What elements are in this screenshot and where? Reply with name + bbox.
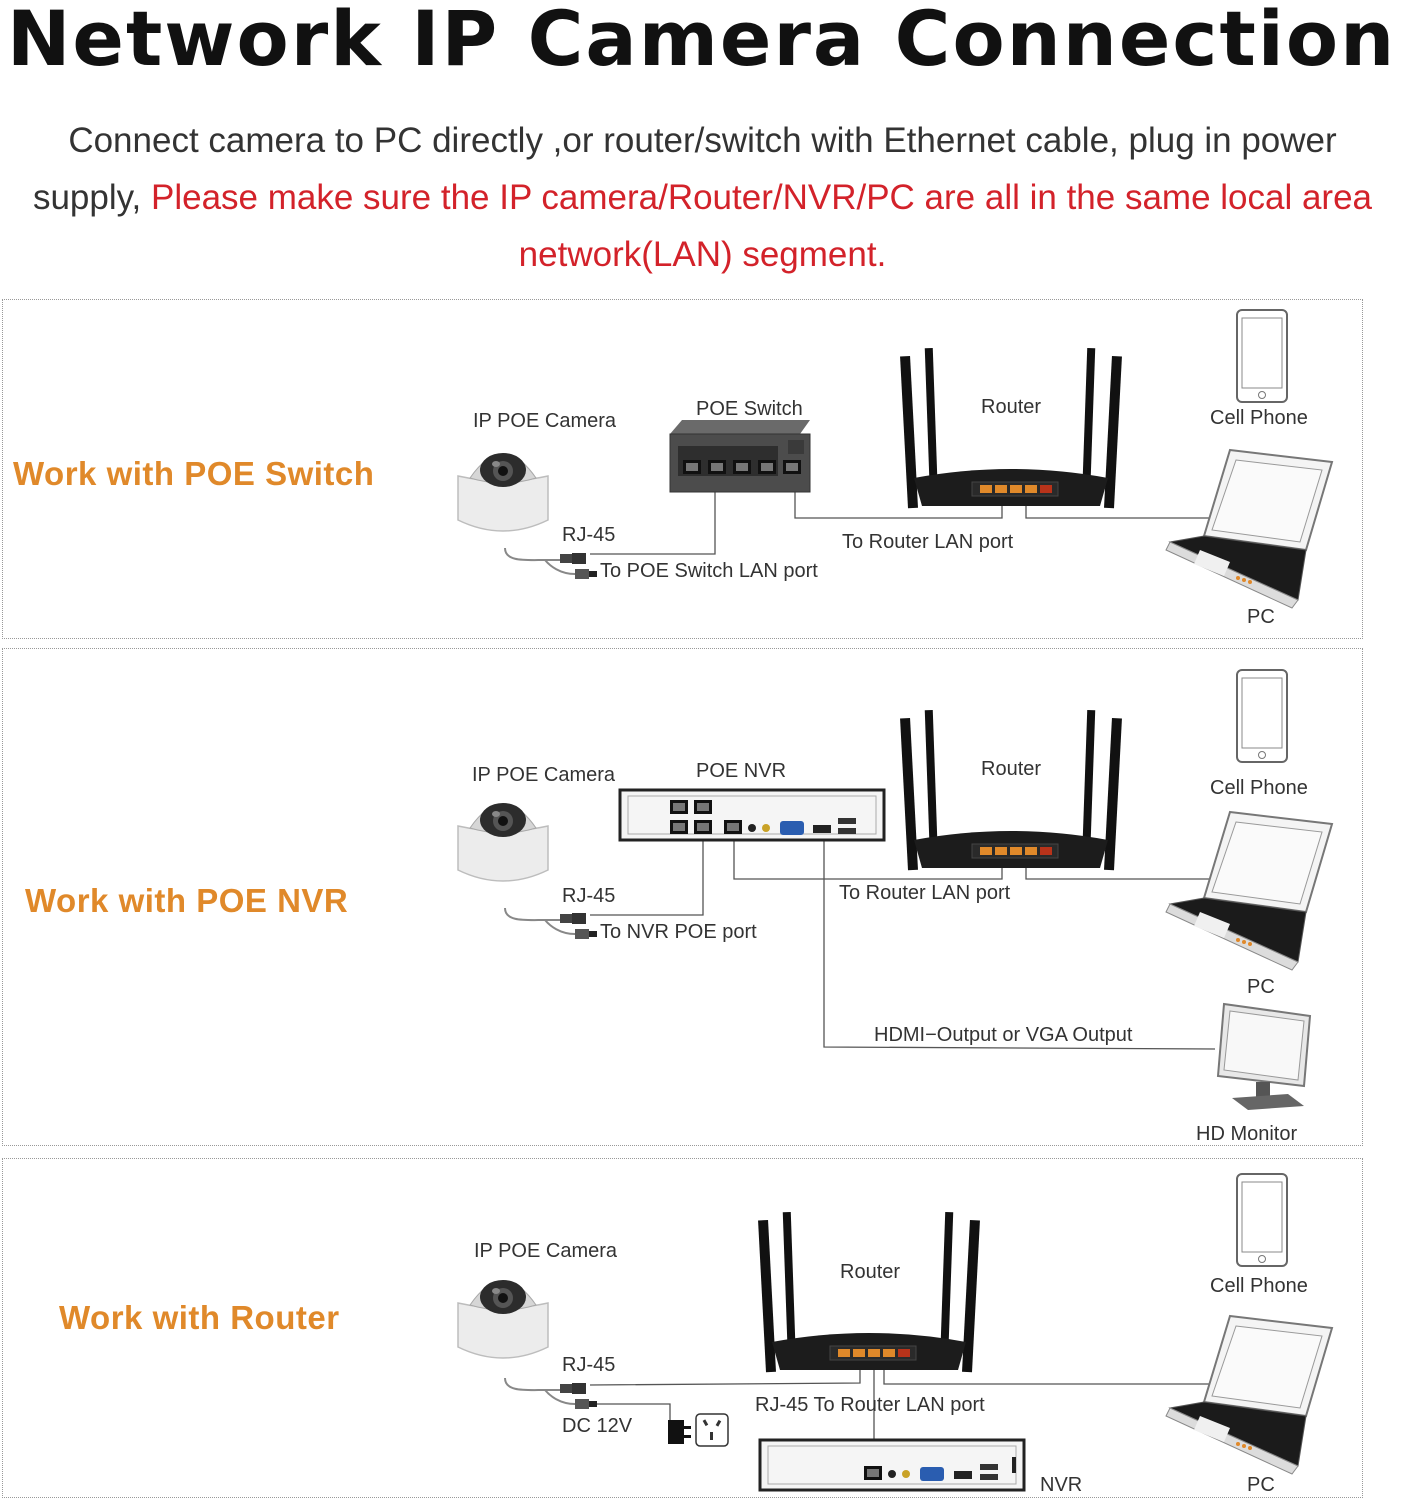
panel-heading: Work with POE NVR xyxy=(25,882,349,919)
rj45-label: RJ-45 xyxy=(562,1354,616,1376)
intro-warning: Please make sure the IP camera/Router/NV… xyxy=(150,178,1373,274)
hd-monitor-label: HD Monitor xyxy=(1196,1123,1298,1145)
rj45-label: RJ-45 xyxy=(562,524,616,546)
cell-phone-label: Cell Phone xyxy=(1210,407,1308,429)
router-label: Router xyxy=(840,1261,901,1283)
page-title: Network IP Camera Connection xyxy=(6,0,1397,83)
intro-text: Connect camera to PC directly ,or router… xyxy=(30,112,1375,283)
nvr-icon xyxy=(758,1438,1026,1492)
power-outlet-icon xyxy=(695,1413,729,1447)
router-label: Router xyxy=(981,396,1042,418)
cell-phone-label: Cell Phone xyxy=(1210,777,1308,799)
power-adapter-icon xyxy=(668,1420,691,1444)
camera-label: IP POE Camera xyxy=(474,1240,618,1262)
panel-poe-nvr: Work with POE NVR xyxy=(2,648,1363,1146)
panel-poe-switch: Work with POE Switch xyxy=(2,299,1363,639)
panel-heading: Work with POE Switch xyxy=(13,455,375,492)
dc-power-label: DC 12V xyxy=(562,1415,633,1437)
intro-instructions: Connect camera to PC directly ,or router… xyxy=(32,121,1337,217)
nvr-port-label: To NVR POE port xyxy=(600,921,757,943)
poe-switch-label: POE Switch xyxy=(696,398,803,420)
poe-nvr-icon xyxy=(618,788,886,842)
camera-label: IP POE Camera xyxy=(472,764,616,786)
router-port-label: To Router LAN port xyxy=(839,882,1011,904)
rj45-label: RJ-45 xyxy=(562,885,616,907)
panel-heading: Work with Router xyxy=(59,1299,340,1336)
pc-label: PC xyxy=(1247,606,1275,628)
pc-label: PC xyxy=(1247,976,1275,998)
pc-label: PC xyxy=(1247,1474,1275,1496)
nvr-label: NVR xyxy=(1040,1474,1083,1496)
switch-port-label: To POE Switch LAN port xyxy=(600,560,818,582)
cell-phone-label: Cell Phone xyxy=(1210,1275,1308,1297)
router-port-label: To Router LAN port xyxy=(842,531,1014,553)
monitor-output-label: HDMI−Output or VGA Output xyxy=(874,1024,1133,1046)
panel-router: Work with Router xyxy=(2,1158,1363,1498)
poe-nvr-label: POE NVR xyxy=(696,760,787,782)
camera-label: IP POE Camera xyxy=(473,410,617,432)
router-port-label: RJ-45 To Router LAN port xyxy=(755,1394,985,1416)
router-label: Router xyxy=(981,758,1042,780)
